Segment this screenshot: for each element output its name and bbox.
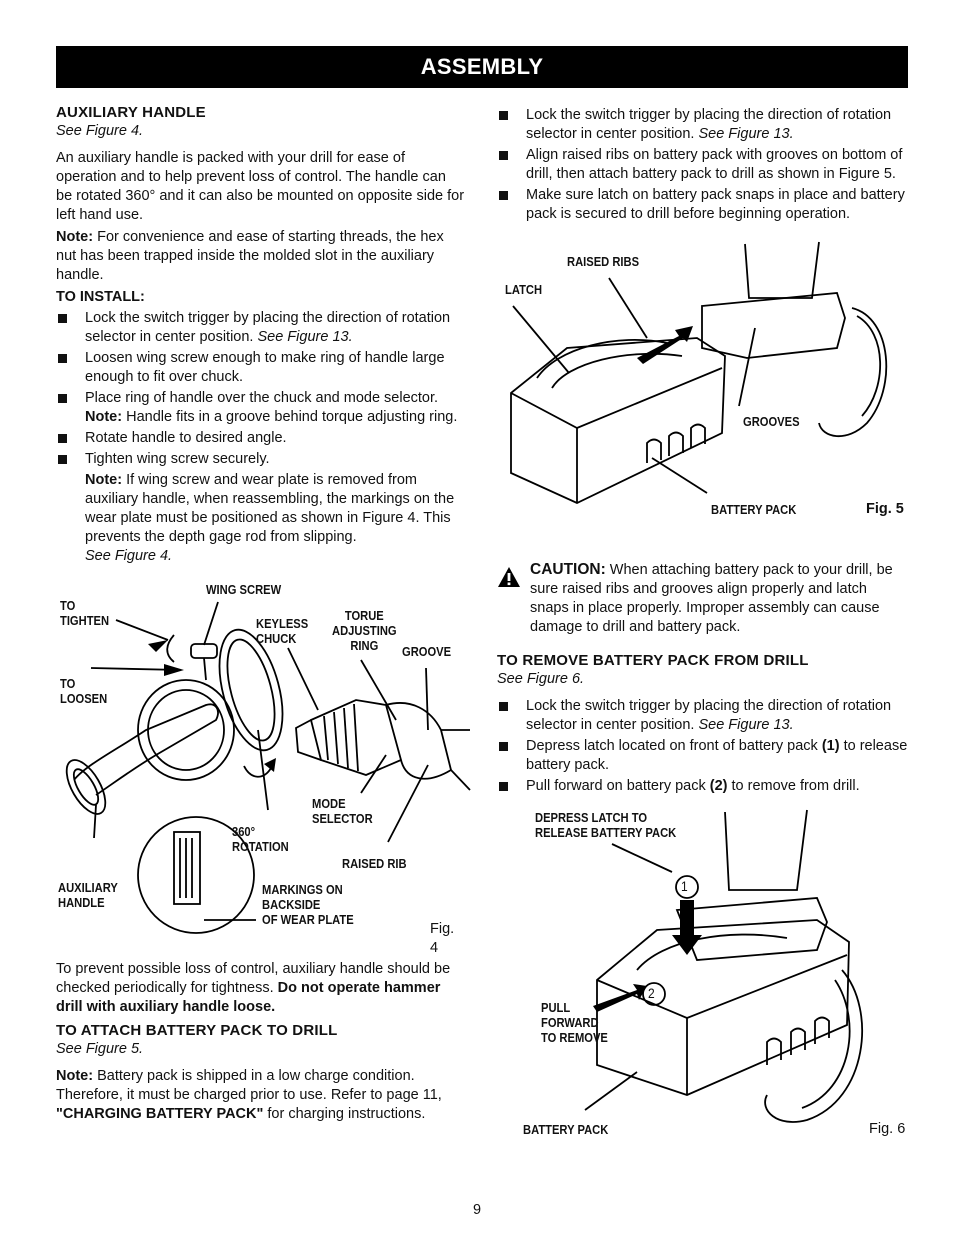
auxiliary-handle-illustration (65, 601, 471, 934)
remove-step: Depress latch located on front of batter… (497, 737, 909, 775)
figure-5: RAISED RIBS LATCH GROOVES BATTERY PACK F… (497, 238, 909, 554)
bullet-square-icon (58, 455, 67, 464)
label-to-tighten: TO TIGHTEN (60, 598, 110, 628)
label-360-rotation: 360° ROTATION (232, 824, 289, 854)
label-to-loosen: TO LOOSEN (60, 676, 108, 706)
install-step: Rotate handle to desired angle. (56, 429, 466, 448)
remove-see-figure: See Figure 6. (497, 671, 585, 687)
left-column: AUXILIARY HANDLE See Figure 4. An auxili… (56, 103, 471, 1127)
battery-attach-illustration (510, 241, 888, 504)
attach-step: Make sure latch on battery pack snaps in… (497, 186, 909, 224)
aux-handle-heading: AUXILIARY HANDLE (56, 104, 206, 121)
remove-step: Lock the switch trigger by placing the d… (497, 697, 909, 735)
bullet-square-icon (499, 111, 508, 120)
see-figure-ref: See Figure 13. (694, 717, 794, 733)
label-depress-latch: DEPRESS LATCH TO RELEASE BATTERY PACK (535, 810, 677, 840)
section-title: ASSEMBLY (420, 54, 544, 79)
label-latch: LATCH (505, 282, 543, 297)
figure-6-number: Fig. 6 (869, 1121, 906, 1137)
caution-warning-icon (498, 567, 520, 587)
bullet-square-icon (58, 434, 67, 443)
see-figure-ref: See Figure 4. (85, 548, 173, 564)
bullet-square-icon (58, 314, 67, 323)
bullet-square-icon (499, 742, 508, 751)
figure-4-number: Fig. 4 (430, 921, 455, 956)
wear-plate-note: Note: If wing screw and wear plate is re… (85, 472, 455, 564)
bullet-square-icon (499, 151, 508, 160)
label-markings-wear-plate: MARKINGS ON BACKSIDE OF WEAR PLATE (262, 882, 354, 927)
label-mode-selector: MODE SELECTOR (312, 796, 373, 826)
right-column: Lock the switch trigger by placing the d… (497, 106, 909, 1150)
bullet-square-icon (499, 191, 508, 200)
figure-4: WING SCREW TO TIGHTEN KEYLESS CHUCK TORU… (56, 580, 471, 960)
battery-remove-illustration (584, 809, 863, 1123)
see-figure-ref: See Figure 13. (253, 329, 353, 345)
bullet-square-icon (58, 394, 67, 403)
figure-5-number: Fig. 5 (866, 501, 904, 517)
aux-note: Note: For convenience and ease of starti… (56, 228, 466, 285)
label-battery-pack: BATTERY PACK (711, 502, 797, 517)
callout-2: 2 (648, 985, 655, 1001)
bullet-square-icon (58, 354, 67, 363)
charge-note: Note: Battery pack is shipped in a low c… (56, 1068, 442, 1122)
install-step: Tighten wing screw securely. (56, 450, 466, 469)
caution-text: When attaching battery pack to your dril… (530, 562, 893, 635)
aux-see-figure: See Figure 4. (56, 123, 144, 139)
loss-of-control-paragraph: To prevent possible loss of control, aux… (56, 961, 451, 1015)
install-heading: TO INSTALL: (56, 289, 145, 305)
attach-battery-heading: TO ATTACH BATTERY PACK TO DRILL (56, 1022, 338, 1039)
callout-1: 1 (681, 878, 688, 894)
label-wing-screw: WING SCREW (206, 582, 282, 597)
install-step: Place ring of handle over the chuck and … (56, 389, 466, 427)
bullet-square-icon (499, 782, 508, 791)
install-step: Loosen wing screw enough to make ring of… (56, 349, 466, 387)
bullet-square-icon (499, 702, 508, 711)
label-raised-rib: RAISED RIB (342, 856, 407, 871)
label-groove: GROOVE (402, 644, 452, 659)
see-figure-ref: See Figure 13. (694, 126, 794, 142)
aux-note-text: For convenience and ease of starting thr… (56, 229, 444, 283)
label-keyless-chuck: KEYLESS CHUCK (256, 616, 309, 646)
label-grooves: GROOVES (743, 414, 800, 429)
remove-battery-heading: TO REMOVE BATTERY PACK FROM DRILL (497, 652, 809, 669)
figure-6: DEPRESS LATCH TO RELEASE BATTERY PACK 1 … (497, 809, 909, 1150)
attach-step: Lock the switch trigger by placing the d… (497, 106, 909, 144)
section-banner: ASSEMBLY (56, 46, 908, 88)
page-number: 9 (472, 1202, 482, 1218)
attach-step: Align raised ribs on battery pack with g… (497, 146, 909, 184)
caution-notice: CAUTION: When attaching battery pack to … (497, 560, 909, 637)
remove-steps: Lock the switch trigger by placing the d… (497, 697, 909, 796)
attach-steps: Lock the switch trigger by placing the d… (497, 106, 909, 224)
caution-word: CAUTION: (530, 561, 606, 578)
label-torue-adjusting-ring: TORUE ADJUSTING RING (332, 608, 397, 653)
attach-see-figure: See Figure 5. (56, 1041, 144, 1057)
install-steps: Lock the switch trigger by placing the d… (56, 309, 466, 469)
install-step: Lock the switch trigger by placing the d… (56, 309, 466, 347)
label-pull-forward: PULL FORWARD TO REMOVE (541, 1000, 608, 1045)
label-raised-ribs: RAISED RIBS (567, 254, 640, 269)
label-auxiliary-handle: AUXILIARY HANDLE (58, 880, 118, 910)
aux-note-label: Note: (56, 229, 94, 245)
aux-paragraph: An auxiliary handle is packed with your … (56, 150, 465, 223)
label-battery-pack-6: BATTERY PACK (523, 1122, 609, 1137)
remove-step: Pull forward on battery pack (2) to remo… (497, 777, 909, 796)
